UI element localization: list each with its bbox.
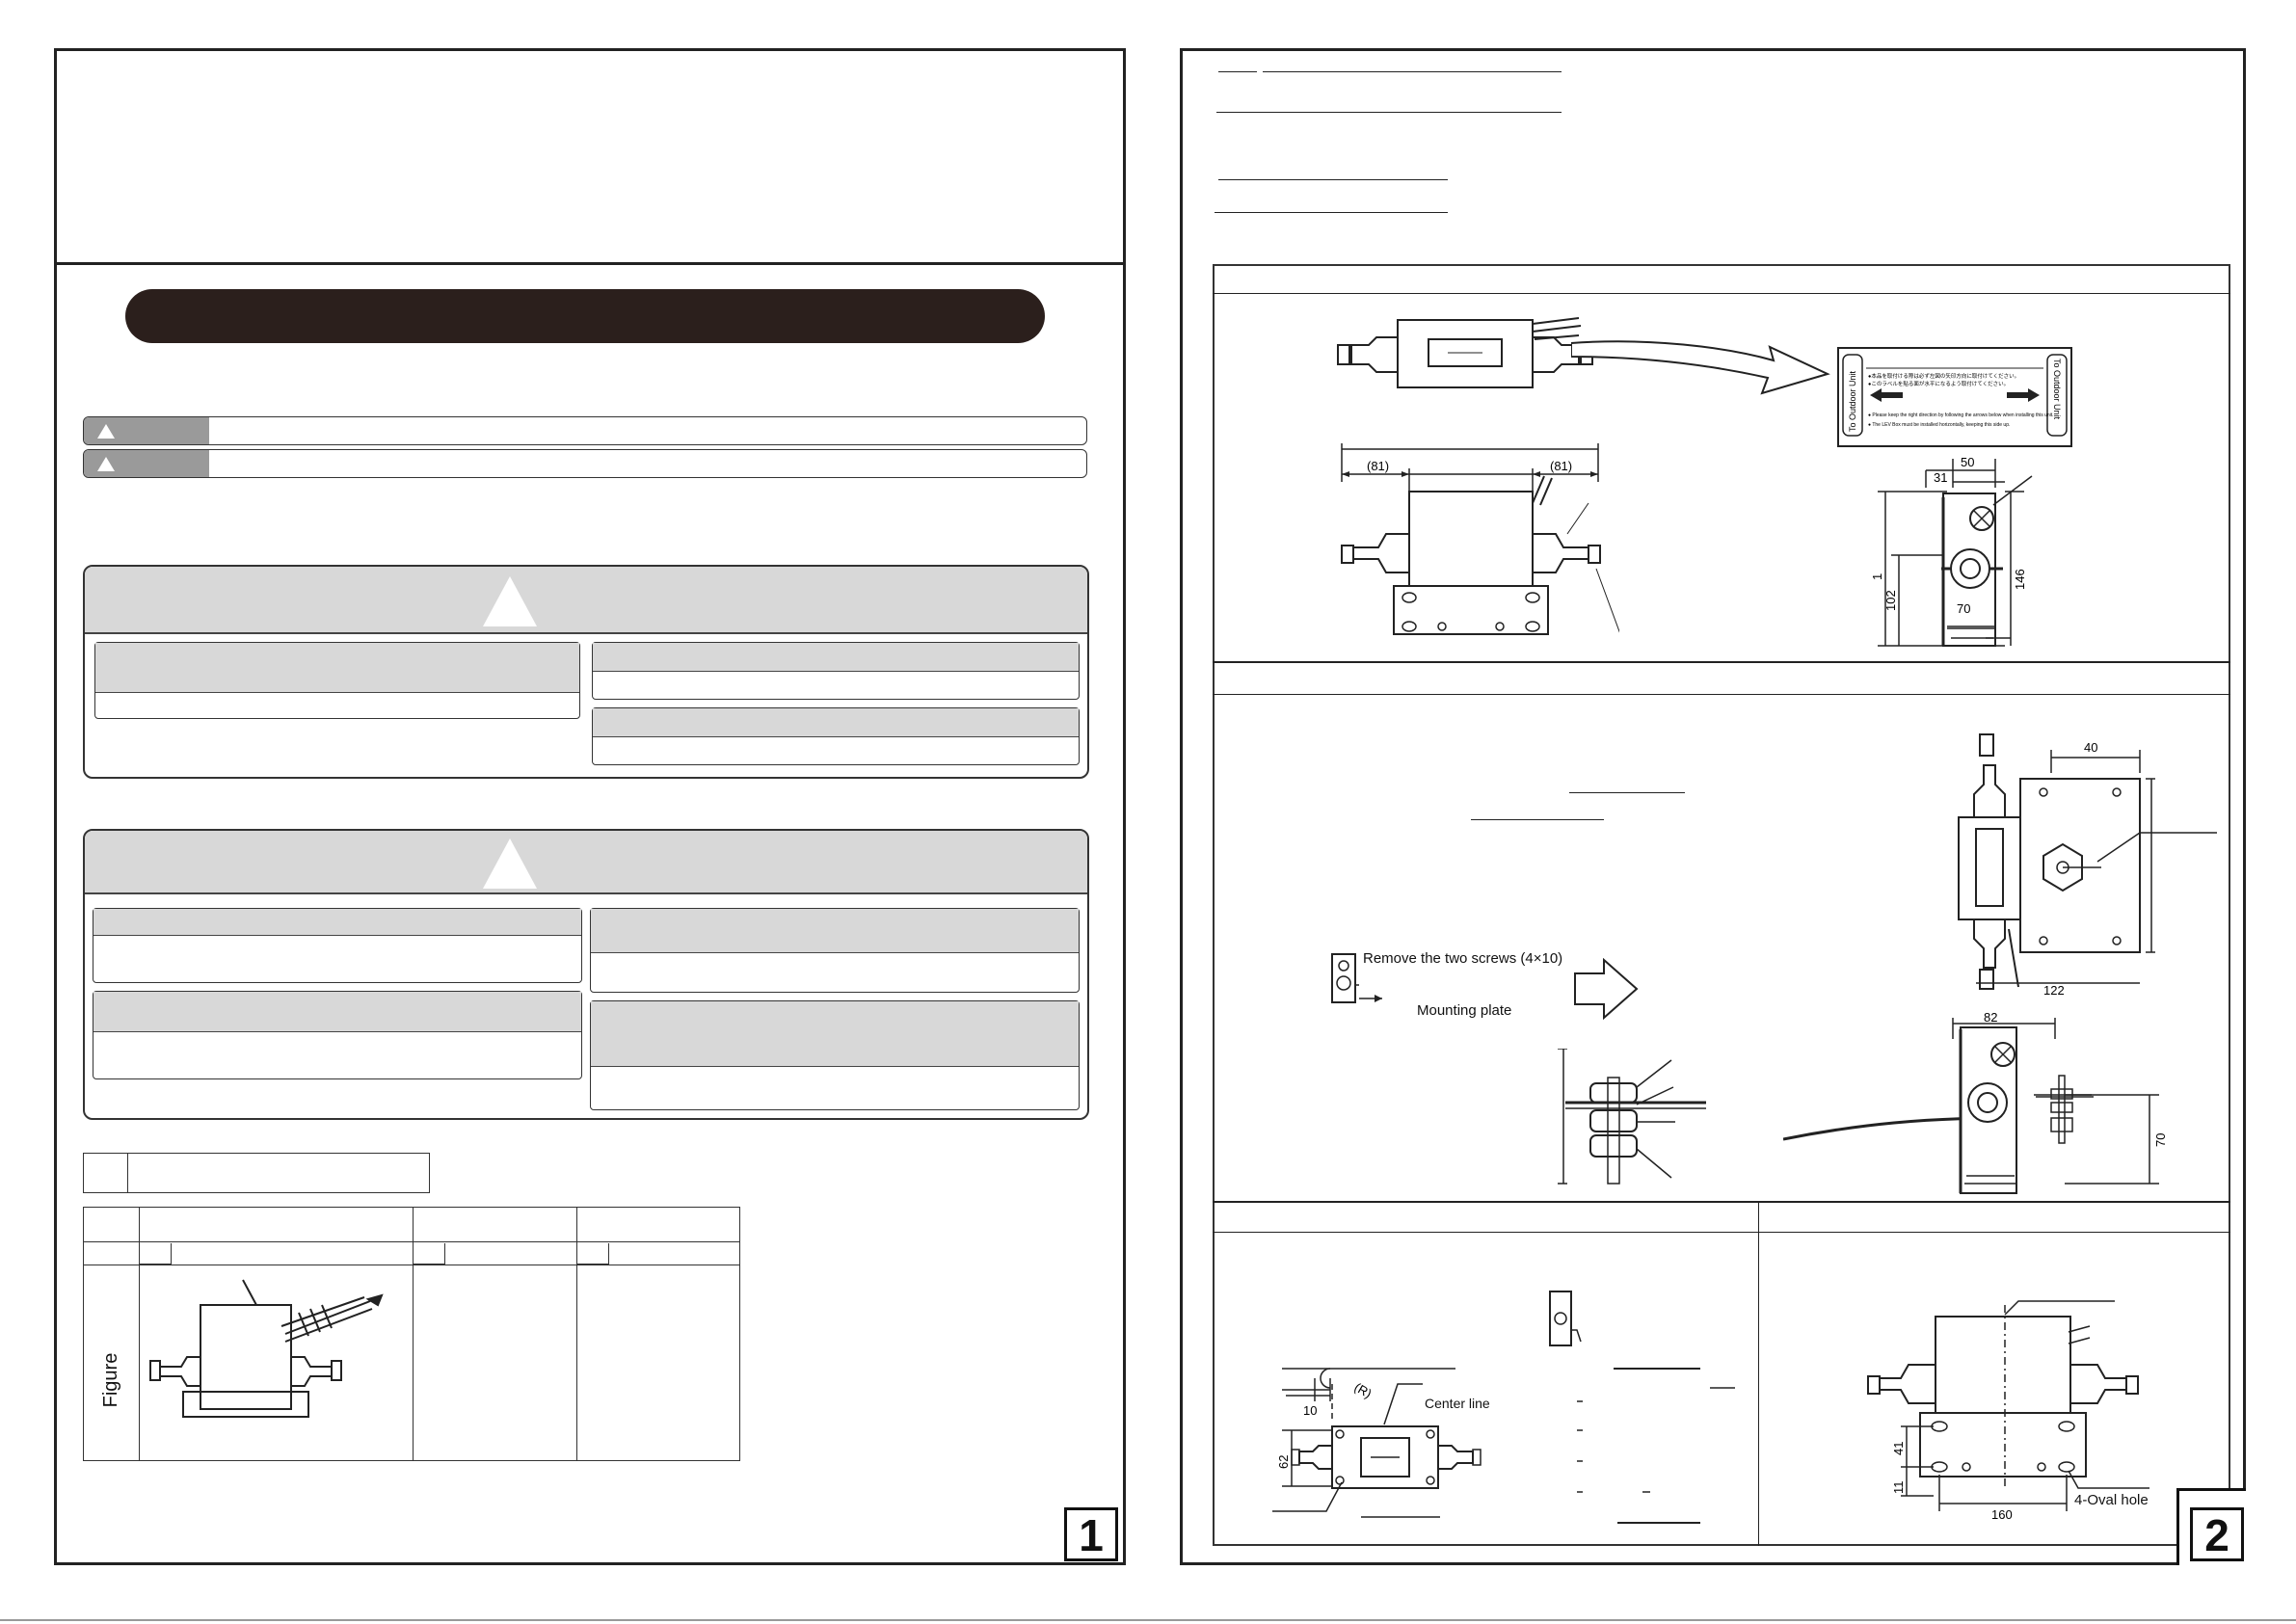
page-2-header-line-4 — [1215, 212, 1448, 213]
fig3-bracket-icon — [1549, 1291, 1735, 1524]
warning-panel-2-item-d — [590, 1000, 1080, 1110]
legend-row-1 — [83, 416, 1087, 445]
fig2-dim-122: 122 — [2043, 983, 2065, 998]
warning-panel-1-item-b — [592, 642, 1080, 700]
warning-panel-1-item-a — [94, 642, 580, 719]
parts-table-col-3 — [576, 1207, 577, 1461]
fig2-remove-screws-label: Remove the two screws (4×10) — [1363, 950, 1563, 967]
warning-panel-1-item-b-head — [593, 643, 1079, 672]
fig1-valve-side-view: 50 31 1 102 70 146 — [1870, 455, 2033, 647]
legend-row-2 — [83, 449, 1087, 478]
parts-table-col-1 — [139, 1207, 140, 1461]
warning-panel-1-item-c — [592, 707, 1080, 765]
parts-table — [83, 1207, 740, 1461]
fig4-valve-front-oval-holes: 41 11 160 — [1867, 1300, 2149, 1522]
fig3-mounting-template: 10 (R) 62 — [1272, 1368, 1482, 1518]
fig1-dim-1: 1 — [1870, 573, 1884, 580]
fig-panel-3-title-line — [1213, 1232, 2230, 1233]
label-sticker-side-left: To Outdoor Unit — [1848, 370, 1857, 432]
fig2-text-underline-1 — [1569, 792, 1685, 793]
page-2-frame — [1180, 48, 2246, 1565]
page-1-header-divider — [54, 262, 1126, 265]
fig2-text-underline-2 — [1471, 819, 1604, 820]
page-1-number: 1 — [1064, 1507, 1118, 1561]
warning-panel-2-item-b — [590, 908, 1080, 993]
parts-table-col-2 — [413, 1207, 414, 1461]
warning-panel-2-item-c — [93, 991, 582, 1079]
fig1-label-sticker: To Outdoor Unit To Outdoor Unit ●本品を取付ける… — [1837, 347, 2072, 447]
warning-panel-1-icon — [483, 576, 537, 626]
page-2-header-line-1a — [1218, 71, 1257, 72]
page-2-header-line-3 — [1218, 179, 1448, 180]
fig-panel-1-title-line — [1213, 293, 2230, 294]
fig1-dim-50: 50 — [1961, 455, 1974, 469]
parts-table-tick-2 — [413, 1243, 445, 1265]
fig2-valve-vertical: 40 122 — [1958, 733, 2217, 998]
page-2-header-line-2 — [1216, 112, 1562, 113]
fig4-dim-11: 11 — [1891, 1481, 1906, 1495]
warning-panel-2-icon — [483, 839, 537, 889]
page-2-number: 2 — [2190, 1507, 2244, 1561]
page-1-frame — [54, 48, 1126, 1565]
fig1-dim-left: (81) — [1367, 459, 1389, 473]
label-sticker-line-3: ● Please keep the right direction by fol… — [1868, 413, 2054, 418]
fig2-nut-stack-detail — [1558, 1049, 1706, 1185]
parts-table-figure-label: Figure — [100, 1352, 121, 1408]
label-sticker-line-1: ●本品を取付ける際は必ず左図の矢印方向に取付けてください。 — [1868, 372, 2019, 380]
fig1-dim-102: 102 — [1883, 590, 1898, 611]
label-sticker-line-4: ● The LEV Box must be installed horizont… — [1868, 422, 2010, 428]
warning-panel-2-item-d-head — [591, 1001, 1079, 1067]
label-sticker-line-2: ●このラベルを貼る面が水平になるよう取付けてください。 — [1868, 380, 2009, 387]
fig2-dim-82: 82 — [1984, 1010, 1997, 1025]
page-2-header-line-1b — [1263, 71, 1562, 72]
fig4-oval-hole-label: 4-Oval hole — [2074, 1492, 2149, 1508]
warning-panel-2 — [83, 829, 1089, 1120]
fig3-dim-10: 10 — [1303, 1403, 1317, 1418]
fig4-dim-160: 160 — [1991, 1507, 2013, 1522]
fig1-arrow-to-label — [1571, 340, 1830, 395]
fig3-dim-62: 62 — [1276, 1455, 1291, 1469]
warning-panel-2-item-a — [93, 908, 582, 983]
fig4-dim-41: 41 — [1891, 1442, 1906, 1455]
legend-row-2-warning-icon — [97, 457, 115, 471]
warning-panel-1-item-a-head — [95, 643, 579, 693]
warning-panel-1-header — [85, 567, 1087, 634]
warning-panel-2-item-a-head — [93, 909, 581, 936]
section-heading-box — [83, 1153, 430, 1193]
fig2-remove-screws-detail — [1331, 953, 1382, 1003]
fig1-valve-front-view: (81) (81) — [1341, 443, 1619, 635]
fig-panel-outer — [1213, 264, 2230, 1546]
legend-row-1-warning-icon — [97, 424, 115, 439]
fig1-dim-31: 31 — [1934, 470, 1947, 485]
fig1-valve-top-view — [1337, 317, 1593, 388]
fig3-dim-R: (R) — [1352, 1380, 1375, 1401]
fig2-hollow-arrow-right — [1574, 958, 1639, 1020]
warning-panel-2-item-b-head — [591, 909, 1079, 953]
fig2-valve-side-bolt: 82 70 — [1783, 1010, 2168, 1194]
warning-panel-1-item-c-head — [593, 708, 1079, 737]
parts-table-tick-3 — [576, 1243, 609, 1265]
fig-panel-2-top — [1213, 661, 2230, 663]
fig-panel-3-divider — [1758, 1201, 1759, 1546]
fig2-dim-70: 70 — [2153, 1133, 2168, 1147]
fig2-mounting-plate-label: Mounting plate — [1417, 1002, 1512, 1019]
warning-panel-1 — [83, 565, 1089, 779]
bottom-rule — [0, 1619, 2296, 1621]
fig3-center-line-label: Center line — [1425, 1396, 1490, 1411]
page-1-title-bar — [125, 289, 1045, 343]
parts-table-valve-drawing — [149, 1279, 384, 1418]
fig1-dim-70: 70 — [1957, 601, 1970, 616]
fig1-dim-146: 146 — [2013, 569, 2027, 590]
fig2-dim-40: 40 — [2084, 740, 2097, 755]
fig-panel-3-top — [1213, 1201, 2230, 1203]
fig1-dim-right: (81) — [1550, 459, 1572, 473]
fig-panel-2-title-line — [1213, 694, 2230, 695]
parts-table-header-line — [83, 1241, 740, 1242]
warning-panel-2-header — [85, 831, 1087, 894]
parts-table-tick-1 — [139, 1243, 172, 1265]
section-heading-divider — [127, 1153, 128, 1193]
warning-panel-2-item-c-head — [93, 992, 581, 1032]
label-sticker-side-right: To Outdoor Unit — [2052, 359, 2062, 420]
